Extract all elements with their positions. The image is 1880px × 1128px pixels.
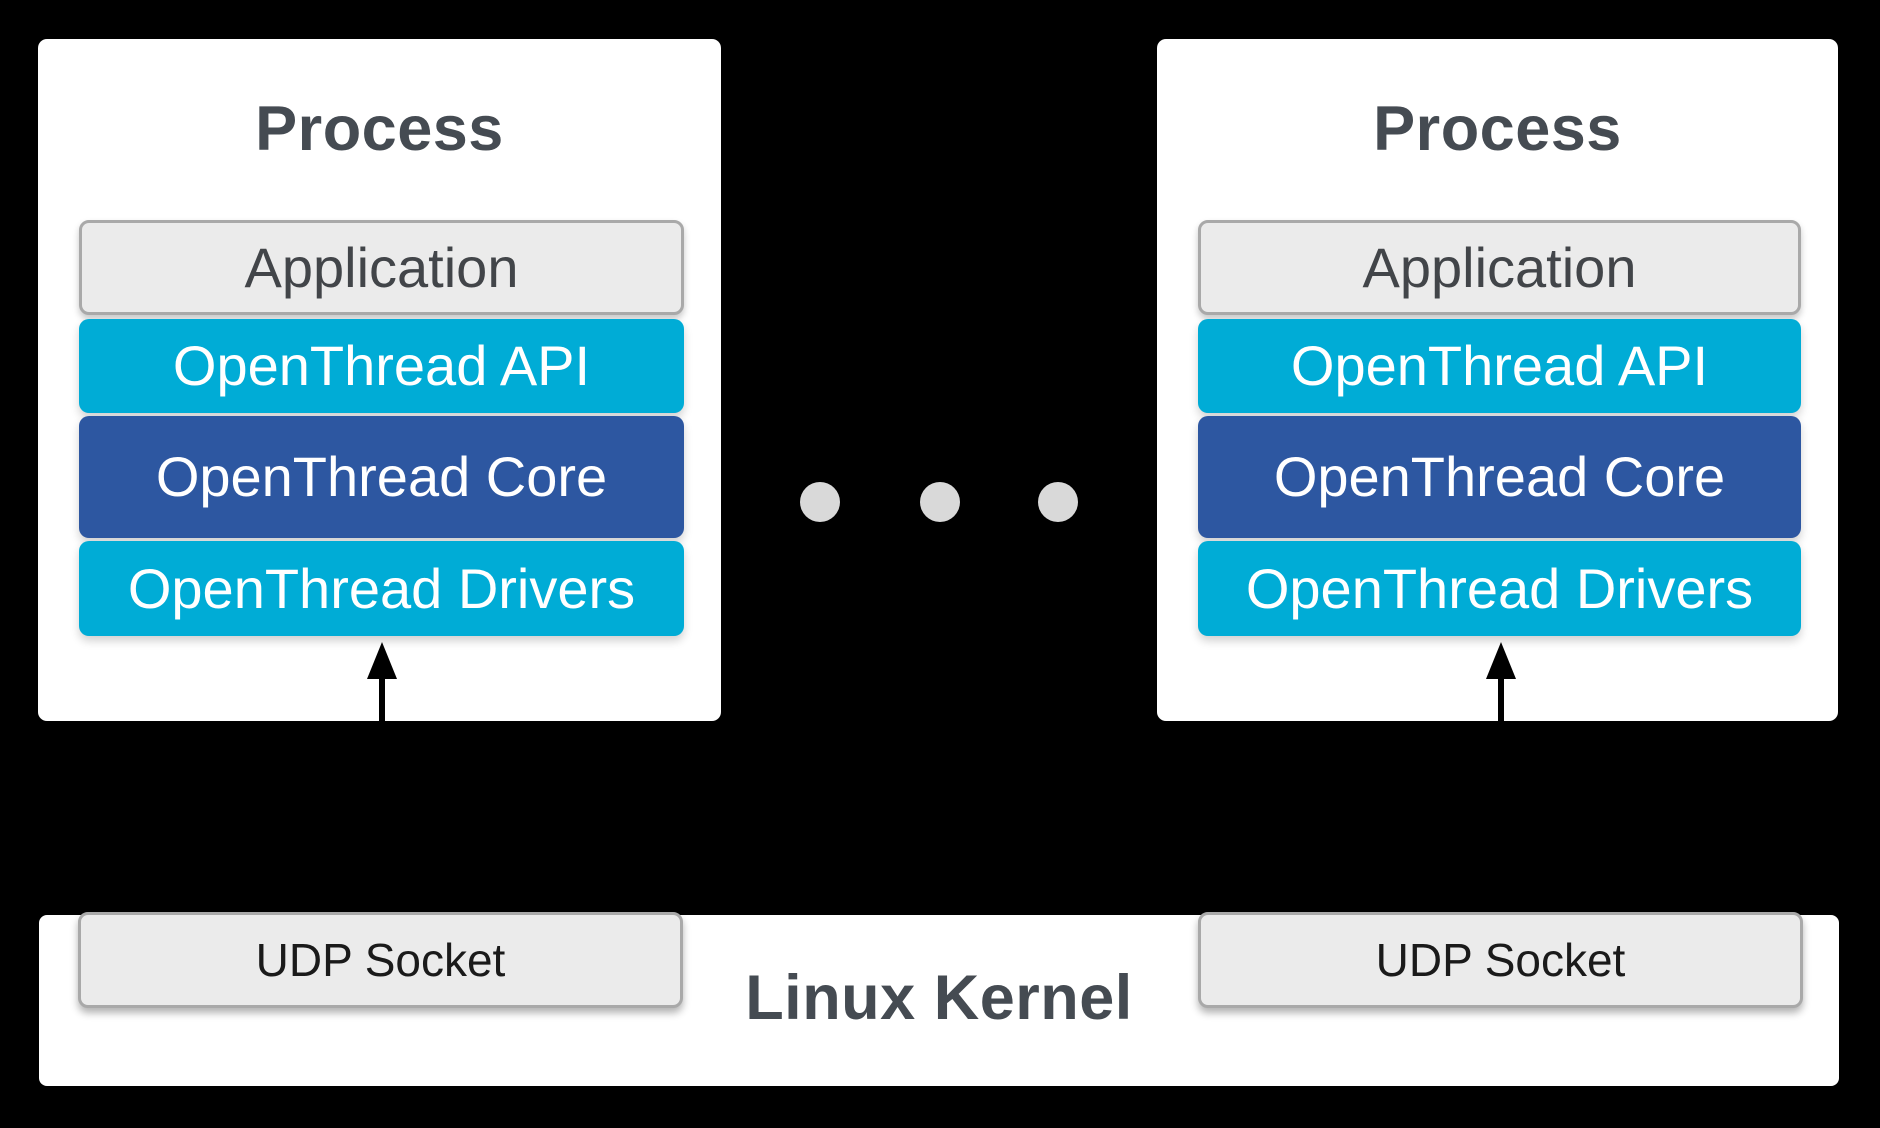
- arrowhead-icon: [367, 642, 397, 679]
- layer-openthread-core: OpenThread Core: [1198, 416, 1801, 538]
- ellipsis-dot-icon: [920, 482, 960, 522]
- process-title: Process: [255, 94, 504, 164]
- layer-application: Application: [79, 220, 684, 315]
- udp-socket-right: UDP Socket: [1198, 912, 1803, 1008]
- layer-openthread-drivers: OpenThread Drivers: [1198, 541, 1801, 636]
- layer-openthread-drivers-label: OpenThread Drivers: [127, 556, 636, 620]
- ellipsis-dot-icon: [800, 482, 840, 522]
- udp-socket-label: UDP Socket: [1375, 934, 1626, 986]
- ellipsis-dot-icon: [1038, 482, 1078, 522]
- linux-kernel-title: Linux Kernel: [745, 963, 1133, 1033]
- process-title: Process: [1373, 94, 1622, 164]
- layer-application-label: Application: [244, 235, 519, 299]
- process-box-right: Process Application OpenThread API OpenT…: [1157, 39, 1838, 721]
- arrowhead-icon: [1486, 642, 1516, 679]
- udp-socket-left: UDP Socket: [78, 912, 683, 1008]
- layer-application-label: Application: [1362, 235, 1637, 299]
- layer-openthread-core: OpenThread Core: [79, 416, 684, 538]
- layer-openthread-drivers-label: OpenThread Drivers: [1245, 556, 1754, 620]
- process-box-left: Process Application OpenThread API OpenT…: [38, 39, 721, 721]
- layer-openthread-api-label: OpenThread API: [172, 334, 591, 397]
- layer-openthread-drivers: OpenThread Drivers: [79, 541, 684, 636]
- arrow-shaft: [379, 677, 385, 721]
- arrow-shaft: [1498, 677, 1504, 721]
- layer-openthread-api-label: OpenThread API: [1290, 334, 1709, 397]
- layer-openthread-core-label: OpenThread Core: [1273, 445, 1726, 508]
- layer-openthread-api: OpenThread API: [1198, 319, 1801, 413]
- udp-socket-label: UDP Socket: [255, 934, 506, 986]
- layer-openthread-api: OpenThread API: [79, 319, 684, 413]
- layer-application: Application: [1198, 220, 1801, 315]
- layer-openthread-core-label: OpenThread Core: [155, 445, 608, 508]
